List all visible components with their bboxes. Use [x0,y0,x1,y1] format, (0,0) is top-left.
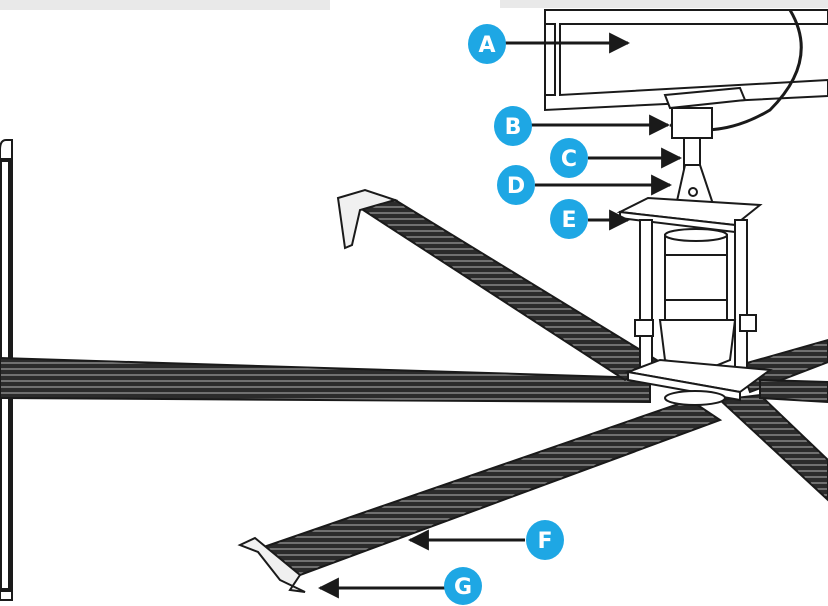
blade-lower-left [252,398,723,577]
winglets [237,188,399,593]
clamp-block [671,107,713,139]
callout-arrows [317,32,683,599]
callout-b-label: B [505,115,522,140]
callout-c: C [550,138,588,178]
callout-e-label: E [561,208,576,233]
callout-g-label: G [454,575,472,600]
callout-d: D [497,165,535,205]
winglet-upper [336,188,399,250]
callout-b: B [494,106,532,146]
blade-upper-left [357,198,663,382]
blade-lower-right [717,393,828,502]
callout-d-label: D [507,174,525,199]
motor-body [664,234,728,321]
fan-blades [0,198,828,577]
blade-left [0,356,651,404]
callout-c-label: C [561,147,577,172]
hub [664,390,726,406]
callout-f: F [526,520,564,560]
callout-f-label: F [537,529,552,554]
callout-g: G [444,567,482,605]
callout-e: E [550,199,588,239]
callout-a: A [468,24,506,64]
blade-far-right [759,378,828,404]
i-beam [544,9,828,112]
beam-clamp [663,86,747,110]
winglet-lower [237,536,306,593]
motor-assembly [616,86,773,406]
callout-a-label: A [478,33,495,58]
